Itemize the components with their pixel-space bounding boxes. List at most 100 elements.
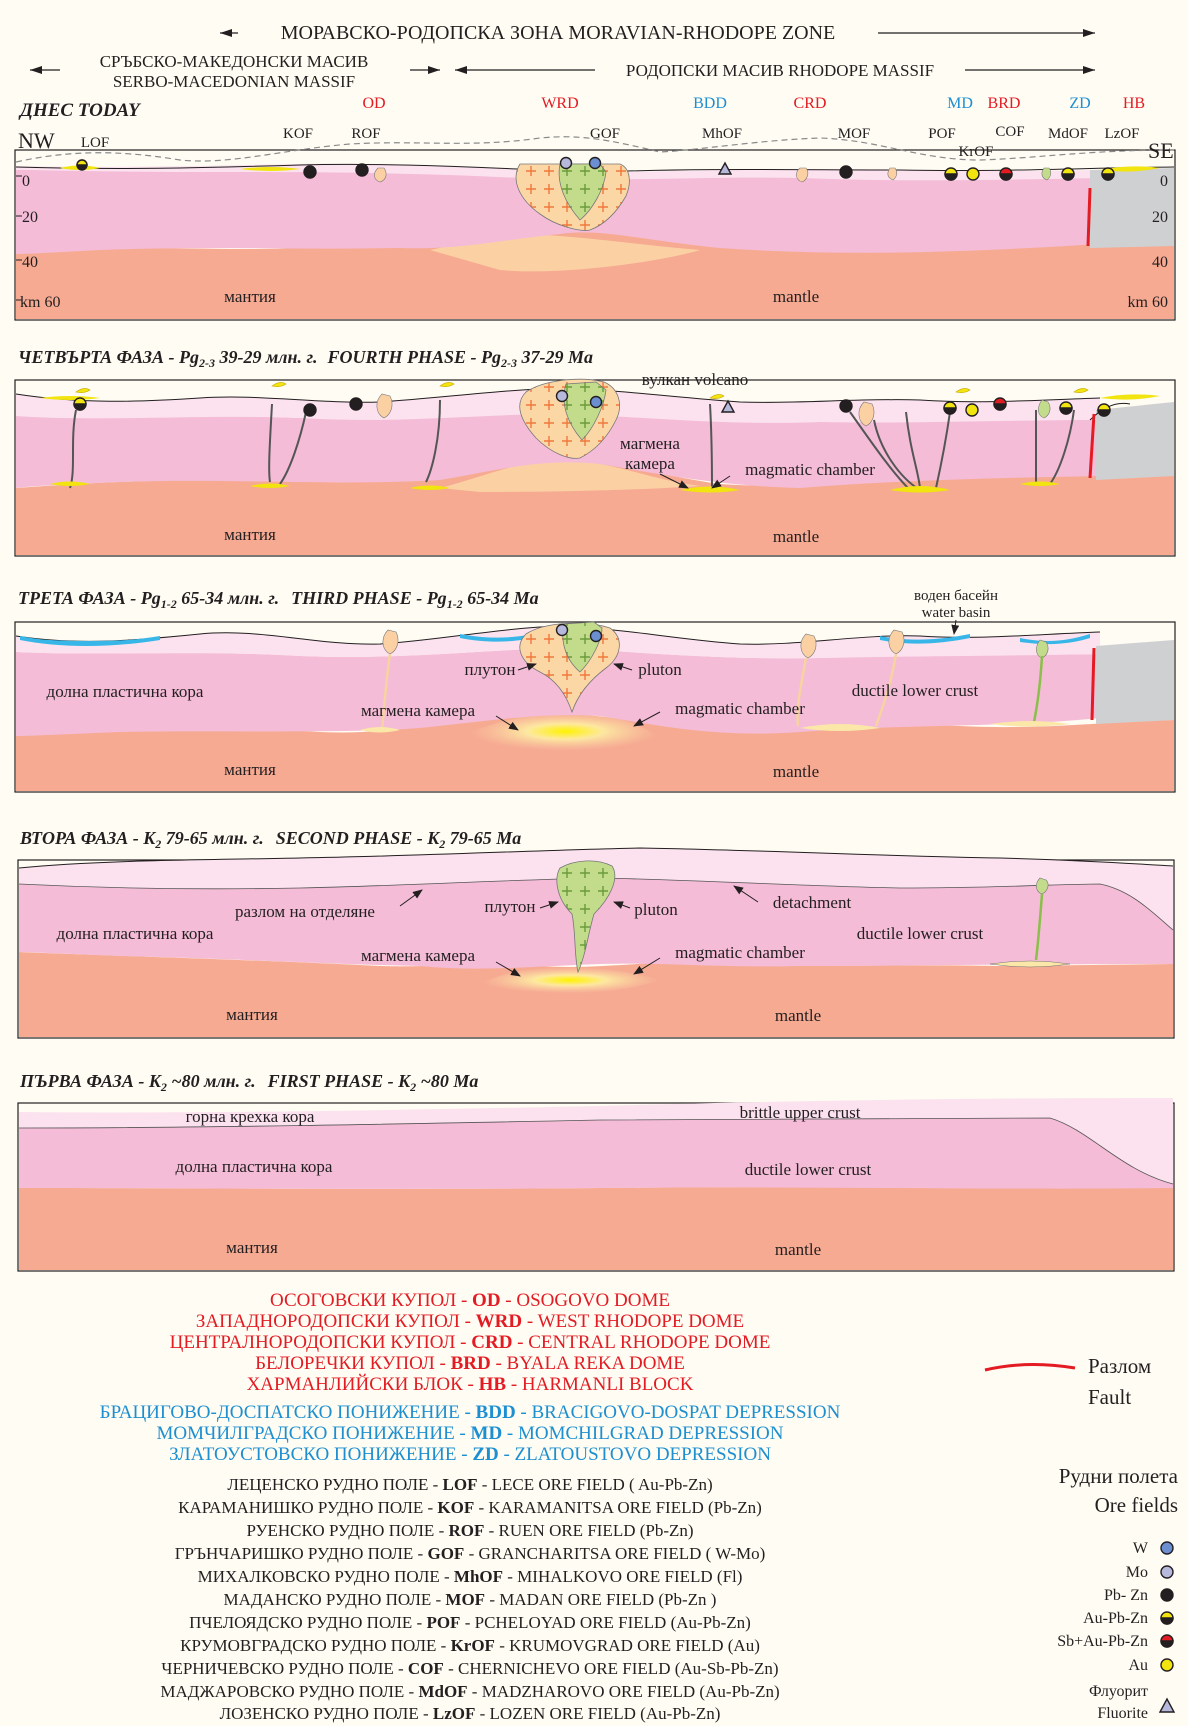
basin-label-en: water basin — [922, 605, 991, 621]
svg-text:KrOF: KrOF — [958, 144, 993, 160]
panel-first-title: ПЪРВА ФАЗА - K2 ~80 млн. г.FIRST PHASE -… — [19, 1071, 478, 1094]
lower-crust-bg: долна пластична кора — [47, 682, 204, 701]
svg-text:20: 20 — [1152, 209, 1168, 226]
dome-labels: OD WRD BDD CRD MD BRD ZD HB — [362, 95, 1145, 112]
dome-md: MD — [947, 95, 973, 112]
fault-legend-bg: Разлом — [1088, 1354, 1151, 1378]
pluton-label-bg: плутон — [465, 660, 516, 679]
svg-text:MhOF: MhOF — [702, 126, 742, 142]
lower-crust-bg-5: долна пластична кора — [176, 1157, 333, 1176]
svg-text:Mo: Mo — [1126, 1564, 1148, 1581]
dome-hb: HB — [1123, 95, 1145, 112]
legend-crd: ЦЕНТРАЛНОРОДОПСКИ КУПОЛ - CRD - CENTRAL … — [0, 1332, 940, 1353]
pluton-label-en-4: pluton — [634, 900, 678, 919]
zone-header: МОРАВСКО-РОДОПСКА ЗОНА MORAVIAN-RHODOPE … — [30, 20, 1095, 92]
legend-hb: ХАРМАНЛИЙСКИ БЛОК - HB - HARMANLI BLOCK — [0, 1374, 940, 1395]
upper-crust-bg: горна крехка кора — [186, 1107, 315, 1126]
lower-crust-en-5: ductile lower crust — [745, 1160, 872, 1179]
mantle-label-bg-5: мантия — [226, 1238, 278, 1257]
mantle-label-en-3: mantle — [773, 762, 819, 781]
magma-label-en: magmatic chamber — [745, 460, 875, 479]
svg-text:40: 40 — [1152, 254, 1168, 271]
legend-mdof: МАДЖАРОВСКО РУДНО ПОЛЕ - MdOF - MADZHARO… — [0, 1681, 940, 1702]
svg-text:Pb- Zn: Pb- Zn — [1104, 1587, 1148, 1604]
legend-lof: ЛЕЦЕНСКО РУДНО ПОЛЕ - LOF - LECE ORE FIE… — [0, 1474, 940, 1495]
ore-legend-title-bg: Рудни полета — [1059, 1464, 1179, 1488]
svg-text:ROF: ROF — [351, 126, 380, 142]
dome-bdd: BDD — [693, 95, 727, 112]
svg-text:Au-Pb-Zn: Au-Pb-Zn — [1083, 1610, 1148, 1627]
nw-label: NW — [18, 128, 55, 153]
fault-legend-line — [985, 1365, 1075, 1371]
pluton-label-en: pluton — [638, 660, 682, 679]
lower-crust-en-4: ductile lower crust — [857, 924, 984, 943]
dome-wrd: WRD — [541, 95, 578, 112]
svg-text:km 60: km 60 — [20, 294, 60, 311]
svg-text:POF: POF — [928, 126, 956, 142]
magma-label-bg-3: магмена камера — [361, 701, 475, 720]
panel-first-phase: ПЪРВА ФАЗА - K2 ~80 млн. г.FIRST PHASE -… — [18, 1071, 1174, 1271]
legend-gof: ГРЪНЧАРИШКО РУДНО ПОЛЕ - GOF - GRANCHARI… — [0, 1543, 940, 1564]
mantle-label-bg-3: мантия — [224, 760, 276, 779]
mantle-label-en-5: mantle — [775, 1240, 821, 1259]
panel-second-phase: ВТОРА ФАЗА - K2 79-65 млн. г.SECOND PHAS… — [18, 828, 1174, 1038]
basin-label-bg: воден басейн — [914, 588, 998, 604]
svg-text:Флуорит: Флуорит — [1089, 1683, 1148, 1700]
svg-text:KOF: KOF — [283, 126, 313, 142]
se-label: SE — [1148, 138, 1174, 163]
svg-text:MdOF: MdOF — [1048, 126, 1088, 142]
mantle-label-en-4: mantle — [775, 1006, 821, 1025]
legend-kof: КАРАМАНИШКО РУДНО ПОЛЕ - KOF - KARAMANIT… — [0, 1497, 940, 1518]
panel-fourth-phase: ЧЕТВЪРТА ФАЗА - Pg2-3 39-29 млн. г.FOURT… — [15, 347, 1175, 556]
au-symbol-icon — [1161, 1659, 1173, 1671]
mantle-label-bg: мантия — [224, 287, 276, 306]
legend-rof: РУЕНСКО РУДНО ПОЛЕ - ROF - RUEN ORE FIEL… — [0, 1520, 940, 1541]
mantle-label-bg-4: мантия — [226, 1005, 278, 1024]
lower-crust-bg-4: долна пластична кора — [57, 924, 214, 943]
svg-text:40: 40 — [22, 254, 38, 271]
legend-mof: МАДАНСКО РУДНО ПОЛЕ - MOF - MADAN ORE FI… — [0, 1589, 940, 1610]
magma-label-bg-1: магмена — [620, 434, 680, 453]
upper-crust-en: brittle upper crust — [740, 1103, 861, 1122]
legend-wrd: ЗАПАДНОРОДОПСКИ КУПОЛ - WRD - WEST RHODO… — [0, 1311, 940, 1332]
legend-md: МОМЧИЛГРАДСКО ПОНИЖЕНИЕ - MD - MOMCHILGR… — [0, 1423, 940, 1444]
serbo-title-en: SERBO-MACEDONIAN MASSIF — [113, 72, 355, 91]
panel-today-title: ДНЕС TODAY — [18, 100, 142, 121]
dome-zd: ZD — [1069, 95, 1090, 112]
legend-pof: ПЧЕЛОЯДСКО РУДНО ПОЛЕ - POF - PCHELOYAD … — [0, 1612, 940, 1633]
panel-fourth-title: ЧЕТВЪРТА ФАЗА - Pg2-3 39-29 млн. г.FOURT… — [18, 347, 593, 370]
legend-mhof: МИХАЛКОВСКО РУДНО ПОЛЕ - MhOF - MIHALKOV… — [0, 1566, 940, 1587]
magma-label-en-3: magmatic chamber — [675, 699, 805, 718]
legend-brd: БЕЛОРЕЧКИ КУПОЛ - BRD - BYALA REKA DOME — [0, 1353, 940, 1374]
ore-legend-title-en: Ore fields — [1095, 1493, 1178, 1517]
svg-text:20: 20 — [22, 209, 38, 226]
detach-label-bg: разлом на отделяне — [235, 902, 375, 921]
ore-field-labels: LOF KOF ROF GOF MhOF MOF POF KrOF COF Md… — [81, 124, 1140, 160]
panel-third-phase: ТРЕТА ФАЗА - Pg1-2 65-34 млн. г.THIRD PH… — [15, 588, 1175, 792]
svg-text:0: 0 — [22, 173, 30, 190]
svg-text:km 60: km 60 — [1128, 294, 1168, 311]
detach-label-en: detachment — [773, 893, 852, 912]
fluorite-symbol-icon — [1160, 1699, 1174, 1712]
pluton-label-bg-4: плутон — [485, 897, 536, 916]
dome-od: OD — [362, 95, 385, 112]
legend-krof: КРУМОВГРАДСКО РУДНО ПОЛЕ - KrOF - KRUMOV… — [0, 1635, 940, 1656]
legend-zd: ЗЛАТОУСТОВСКО ПОНИЖЕНИЕ - ZD - ZLATOUSTO… — [0, 1444, 940, 1465]
svg-text:GOF: GOF — [590, 126, 620, 142]
panel-second-title: ВТОРА ФАЗА - K2 79-65 млн. г.SECOND PHAS… — [19, 828, 521, 851]
fault-legend-en: Fault — [1088, 1385, 1131, 1409]
mantle-label-bg-2: мантия — [224, 525, 276, 544]
pbzn-symbol-icon — [1161, 1589, 1173, 1601]
legend-cof: ЧЕРНИЧЕВСКО РУДНО ПОЛЕ - COF - CHERNICHE… — [0, 1658, 940, 1679]
magma-label-en-4: magmatic chamber — [675, 943, 805, 962]
mantle-label-en-2: mantle — [773, 527, 819, 546]
dome-brd: BRD — [988, 95, 1021, 112]
ore-legend-items: W Mo Pb- Zn Au-Pb-Zn Sb+Au-Pb-Zn Au Флуо… — [1057, 1540, 1149, 1722]
legend-bdd: БРАЦИГОВО-ДОСПАТСКО ПОНИЖЕНИЕ - BDD - BR… — [0, 1402, 940, 1423]
svg-text:LzOF: LzOF — [1105, 126, 1140, 142]
svg-text:COF: COF — [995, 124, 1024, 140]
svg-text:Fluorite: Fluorite — [1097, 1705, 1148, 1722]
ore-legend-symbols — [1160, 1542, 1174, 1712]
panel-third-title: ТРЕТА ФАЗА - Pg1-2 65-34 млн. г.THIRD PH… — [18, 588, 539, 611]
